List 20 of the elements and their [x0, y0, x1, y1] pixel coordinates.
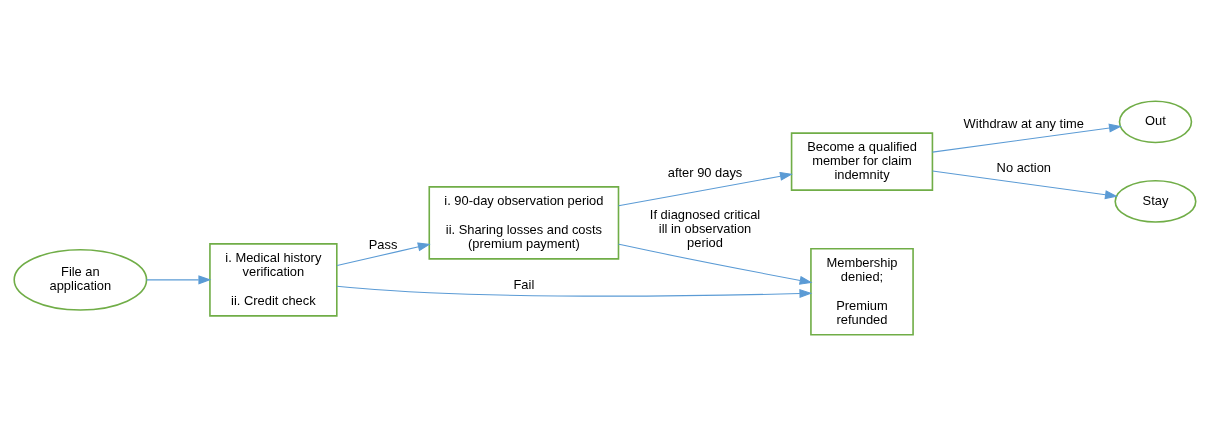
node-box: i. 90-day observation period ii. Sharing losses and costs (premium payment)	[428, 185, 620, 260]
edge-label: Withdraw at any time	[963, 115, 1084, 131]
node-ellipse: File an application	[13, 248, 148, 311]
arrow	[146, 274, 212, 284]
node-ellipse: Stay	[1114, 179, 1197, 223]
node-box: Membership denied; Premium refunded	[810, 247, 914, 335]
edge-label: If diagnosed critical ill in observation period	[649, 206, 761, 250]
arrow	[336, 242, 431, 266]
arrow	[931, 170, 1118, 199]
edge-label: Fail	[513, 276, 535, 292]
node-box: Become a qualified member for claim indemnity	[790, 131, 934, 191]
node-box: i. Medical history verification ii. Credit check	[209, 242, 338, 317]
arrow	[931, 123, 1122, 153]
edge-label: after 90 days	[667, 164, 743, 180]
arrow	[336, 285, 813, 298]
node-ellipse: Out	[1118, 99, 1193, 143]
arrow	[618, 171, 793, 206]
edge-label: Pass	[368, 236, 398, 252]
arrow	[618, 243, 813, 285]
edge-label: No action	[996, 159, 1052, 175]
